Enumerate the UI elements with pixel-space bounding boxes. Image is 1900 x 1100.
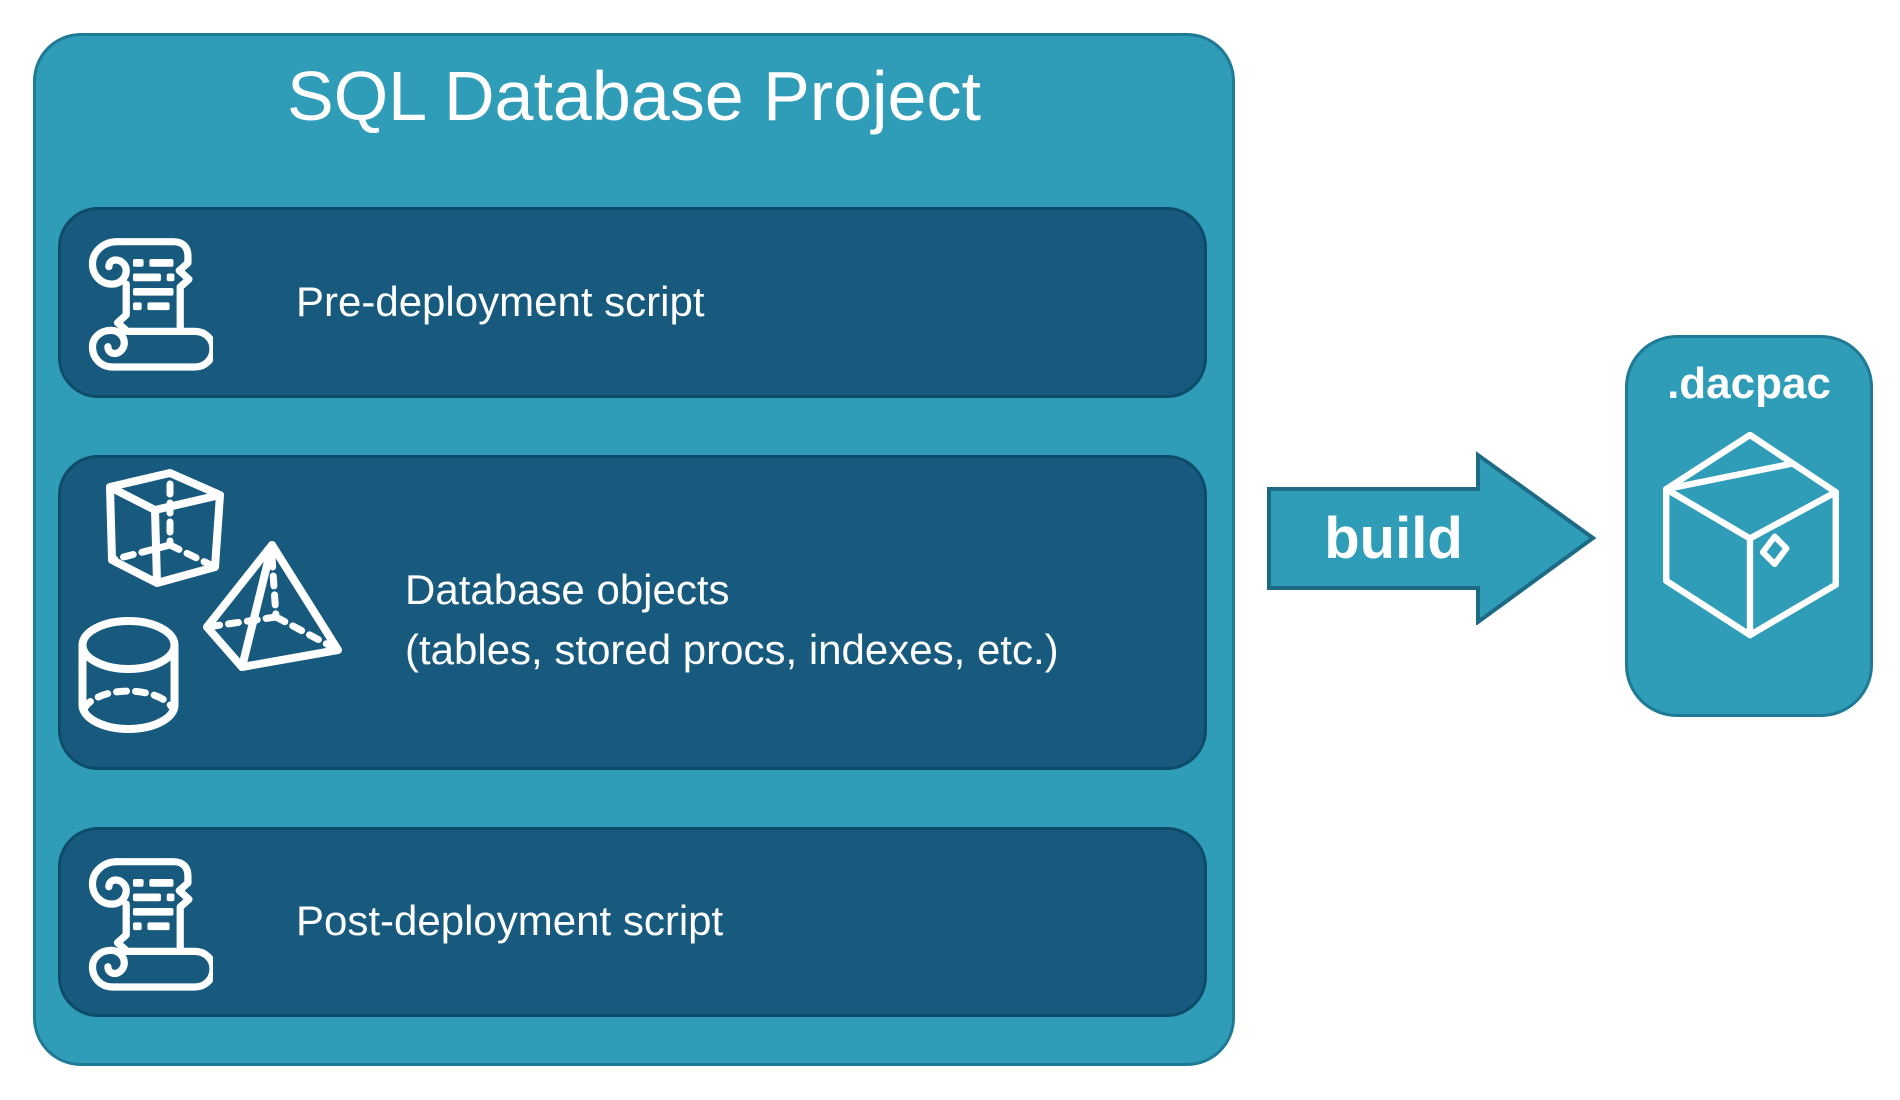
geometric-shapes-icon bbox=[78, 469, 342, 733]
post-deployment-box bbox=[58, 827, 1207, 1017]
database-objects-label-line2: (tables, stored procs, indexes, etc.) bbox=[405, 626, 1059, 673]
database-objects-label: Database objects (tables, stored procs, … bbox=[405, 560, 1059, 680]
pre-deployment-label: Pre-deployment script bbox=[296, 278, 705, 325]
cube-icon bbox=[106, 469, 224, 587]
scroll-icon bbox=[88, 238, 213, 371]
pyramid-icon bbox=[203, 541, 342, 671]
scroll-text-lines bbox=[132, 879, 175, 931]
pre-deployment-box bbox=[58, 207, 1207, 398]
scroll-icon bbox=[88, 858, 213, 991]
package-box-icon bbox=[1663, 432, 1839, 639]
dacpac-label: .dacpac bbox=[1667, 359, 1831, 408]
database-objects-label-line1: Database objects bbox=[405, 566, 730, 613]
scroll-text-lines bbox=[132, 259, 175, 311]
build-arrow-icon bbox=[1267, 451, 1597, 625]
database-objects-box bbox=[58, 455, 1207, 770]
cylinder-icon bbox=[78, 617, 179, 733]
project-title: SQL Database Project bbox=[287, 57, 981, 135]
build-arrow-label: build bbox=[1324, 506, 1463, 571]
post-deployment-label: Post-deployment script bbox=[296, 897, 724, 944]
